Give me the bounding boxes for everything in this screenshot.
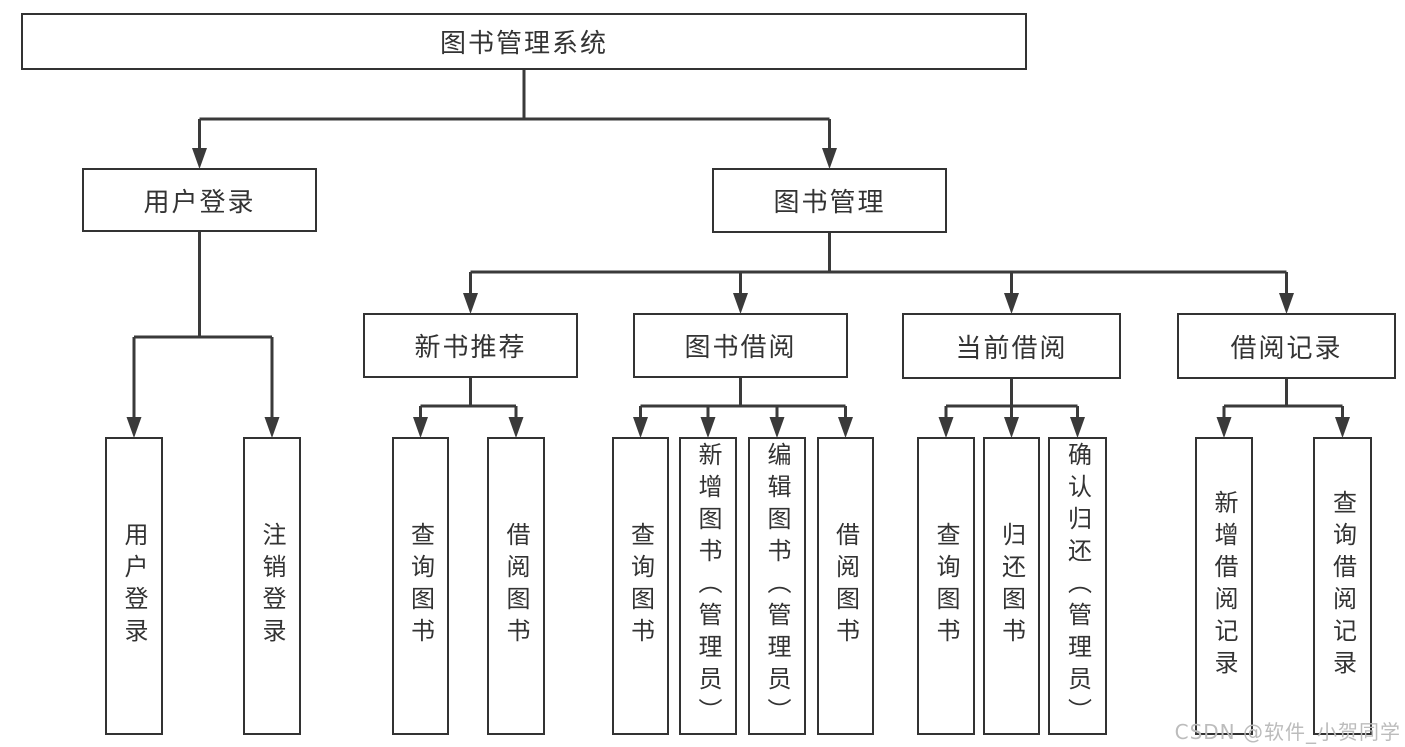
arrowhead-icon <box>1070 417 1085 438</box>
arrowhead-icon <box>264 417 280 438</box>
node-label-cb-query-books: 查询图书 <box>932 522 960 650</box>
node-label-login: 用户登录 <box>120 522 148 650</box>
node-label-book-management: 图书管理 <box>773 188 886 218</box>
node-logout: 注销登录 <box>243 437 301 735</box>
node-borrowing-records: 借阅记录 <box>1177 313 1396 379</box>
node-br-add-record: 新增借阅记录 <box>1195 437 1253 735</box>
node-nbr-borrow-books: 借阅图书 <box>487 437 545 735</box>
arrowhead-icon <box>838 417 853 438</box>
node-label-cb-confirm-return: 确认归还（管理员） <box>1063 442 1092 730</box>
arrowhead-icon <box>463 293 478 314</box>
node-cb-return-books: 归还图书 <box>983 437 1040 735</box>
node-cb-query-books: 查询图书 <box>917 437 975 735</box>
watermark-text: CSDN @软件_小贺同学 <box>1174 720 1401 744</box>
node-user-login: 用户登录 <box>82 168 317 232</box>
node-book-management: 图书管理 <box>712 168 947 233</box>
node-label-nbr-query-books: 查询图书 <box>406 522 435 650</box>
node-new-book-rec: 新书推荐 <box>363 313 578 378</box>
arrowhead-icon <box>192 148 207 169</box>
node-nbr-query-books: 查询图书 <box>392 437 449 735</box>
node-label-user-login: 用户登录 <box>143 187 256 218</box>
arrowhead-icon <box>733 293 748 314</box>
arrowhead-icon <box>1004 293 1019 314</box>
node-bb-query-books: 查询图书 <box>612 437 669 735</box>
node-cb-confirm-return: 确认归还（管理员） <box>1048 437 1107 735</box>
arrowhead-icon <box>413 417 428 438</box>
arrowhead-icon <box>508 417 524 438</box>
arrowhead-icon <box>633 417 648 438</box>
arrowhead-icon <box>1004 417 1019 438</box>
node-label-logout: 注销登录 <box>258 522 286 650</box>
node-bb-borrow-books: 借阅图书 <box>817 437 874 735</box>
node-label-root: 图书管理系统 <box>439 29 608 59</box>
arrowhead-icon <box>1279 293 1294 314</box>
arrowhead-icon <box>126 417 142 438</box>
node-login: 用户登录 <box>105 437 163 735</box>
arrowhead-icon <box>822 148 837 169</box>
node-bb-add-books: 新增图书（管理员） <box>679 437 737 735</box>
arrowhead-icon <box>700 417 716 438</box>
node-label-br-query-record: 查询借阅记录 <box>1328 490 1357 682</box>
node-label-borrowing-records: 借阅记录 <box>1230 333 1343 364</box>
node-current-borrowing: 当前借阅 <box>902 313 1121 379</box>
node-label-new-book-rec: 新书推荐 <box>414 333 527 363</box>
node-label-bb-add-books: 新增图书（管理员） <box>694 442 722 730</box>
node-bb-edit-books: 编辑图书（管理员） <box>748 437 806 735</box>
node-label-br-add-record: 新增借阅记录 <box>1210 490 1238 682</box>
node-label-bb-borrow-books: 借阅图书 <box>831 522 860 650</box>
arrowhead-icon <box>769 417 785 438</box>
arrowhead-icon <box>1335 417 1350 438</box>
node-br-query-record: 查询借阅记录 <box>1313 437 1372 735</box>
arrowhead-icon <box>938 417 954 438</box>
node-root: 图书管理系统 <box>21 13 1027 70</box>
node-label-cb-return-books: 归还图书 <box>997 522 1026 650</box>
node-label-bb-edit-books: 编辑图书（管理员） <box>763 442 791 730</box>
node-book-borrowing: 图书借阅 <box>633 313 848 378</box>
node-label-current-borrowing: 当前借阅 <box>955 333 1068 364</box>
node-label-nbr-borrow-books: 借阅图书 <box>502 522 530 650</box>
node-label-bb-query-books: 查询图书 <box>626 522 655 650</box>
node-label-book-borrowing: 图书借阅 <box>684 333 797 363</box>
arrowhead-icon <box>1216 417 1232 438</box>
